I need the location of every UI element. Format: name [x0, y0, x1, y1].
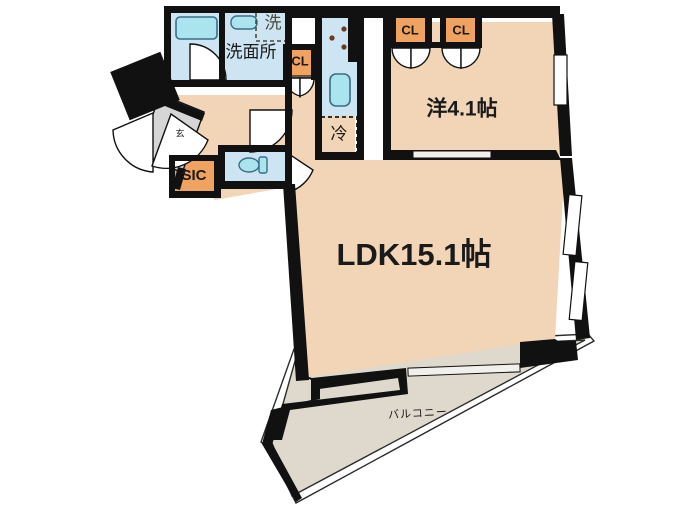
wall-top-kitchen-b: [292, 6, 358, 18]
wall-ldk-left: [283, 184, 309, 381]
wall-bath-washroom: [219, 6, 225, 86]
label-balcony: バルコニー: [388, 405, 448, 421]
wall-kitchen-bottom: [315, 152, 364, 160]
label-closet-hallway: CL: [291, 53, 308, 68]
wall-ldk-bottom-right: [520, 339, 578, 368]
label-closet-bedroom-right: CL: [452, 22, 469, 37]
wet-areas: [170, 6, 358, 182]
door-swings: [112, 43, 481, 193]
label-washing-machine: 洗: [265, 13, 282, 32]
wall-top-bath: [164, 6, 292, 13]
wall-sic-left: [169, 155, 175, 197]
wall-sic-top: [169, 155, 219, 161]
wall-entrance-frame: [155, 94, 205, 121]
wall-cl-bl-right: [425, 12, 432, 48]
label-ldk: LDK15.1帖: [336, 237, 491, 272]
label-western-room: 洋4.1帖: [426, 97, 497, 121]
wall-toilet-bottom: [218, 181, 292, 189]
wall-entrance-frame-2: [172, 167, 186, 190]
wall-cl-br-left: [440, 12, 446, 48]
toilet-tank: [258, 156, 268, 174]
wash-basin: [230, 15, 258, 30]
burner-icon: [341, 26, 347, 32]
ldk-floor: [285, 56, 565, 378]
wall-sic-bottom: [169, 191, 221, 198]
wall-closets-bottom: [390, 42, 482, 48]
wall-left-bath: [164, 6, 171, 86]
bathroom-door-swing[interactable]: [189, 43, 227, 81]
bedroom-opening: [412, 150, 492, 159]
burner-icon: [341, 44, 347, 50]
wall-sic-right: [214, 155, 221, 198]
label-refrigerator: 冷: [331, 124, 348, 143]
western-room-floor: [388, 22, 567, 155]
wall-bedroom-left: [383, 6, 391, 158]
wall-cl-hall-right: [311, 44, 317, 80]
wall-toilet-left: [218, 145, 225, 189]
bathtub: [175, 16, 218, 40]
entrance-door-swing[interactable]: [112, 111, 154, 173]
wall-cl-hall-top: [283, 44, 317, 50]
window-ldk-right: [562, 193, 583, 257]
wall-toilet-right: [285, 145, 292, 189]
room-labels: LDK15.1帖 洋4.1帖 洗面所 バルコニー SIC 玄 CL CL CL …: [175, 13, 497, 421]
wall-cl-br-right: [475, 12, 482, 48]
entrance-hall-door-swing[interactable]: [151, 112, 209, 169]
label-washroom: 洗面所: [226, 42, 277, 61]
closet-bedroom-left-door-r[interactable]: [410, 47, 431, 69]
window-ldk-right-2: [568, 260, 589, 322]
closet-hallway-door-arc-r[interactable]: [299, 77, 315, 97]
balcony-sliding-door: [407, 363, 521, 377]
label-closet-bedroom-left: CL: [401, 22, 418, 37]
label-entrance: 玄: [175, 127, 184, 138]
wall-cl-hall-left: [283, 44, 289, 80]
wall-ldk-bottom-step: [272, 368, 408, 440]
wall-bedroom-top: [385, 6, 560, 18]
toilet-bowl: [238, 157, 260, 173]
wall-bottom-bath: [164, 80, 292, 87]
wall-kitchen-left: [315, 12, 322, 158]
kitchen-sink: [329, 73, 351, 107]
wall-corridor-right: [285, 86, 292, 186]
burner-icon: [329, 35, 335, 41]
label-sic: SIC: [181, 167, 206, 184]
wall-toilet-top: [218, 145, 292, 152]
window-bedroom-right: [553, 54, 568, 106]
walls: [110, 6, 590, 502]
wall-kitchen-right: [357, 12, 364, 160]
wall-cl-bl-left: [390, 12, 396, 48]
closet-bedroom-right-door-r[interactable]: [460, 47, 481, 69]
